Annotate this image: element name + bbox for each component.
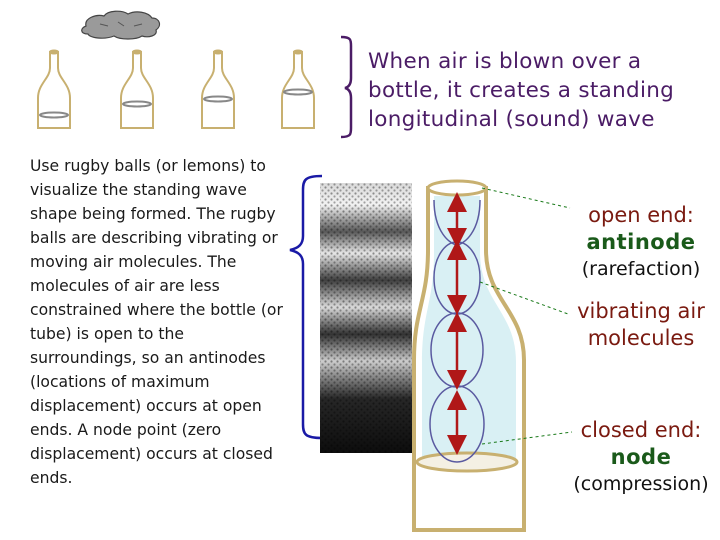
closed-end-text: closed end: [580,418,702,442]
label-open-end: open end: antinode (rarefaction) [556,202,720,283]
cloud-icon [81,10,161,40]
small-bottle-icon [281,49,315,129]
compression-text: (compression) [573,473,709,495]
antinode-text: antinode [586,230,696,254]
small-bottle-icon [37,49,71,129]
bottle-row [37,49,315,129]
small-bottle-icon [201,49,235,129]
small-bottle-icon [120,49,154,129]
open-end-text: open end: [588,203,694,227]
explanation-text: Use rugby balls (or lemons) to visualize… [30,157,283,487]
label-vibrating-molecules: vibrating air molecules [577,299,705,350]
leader-lines [479,187,573,445]
rarefaction-text: (rarefaction) [581,258,701,280]
header-text: When air is blown over a bottle, it crea… [368,49,675,132]
diagram-brace [289,174,323,440]
header-brace [340,35,353,139]
node-text: node [610,445,672,469]
density-strip [320,183,412,453]
large-bottle [412,179,526,532]
label-closed-end: closed end: node (compression) [556,417,720,498]
